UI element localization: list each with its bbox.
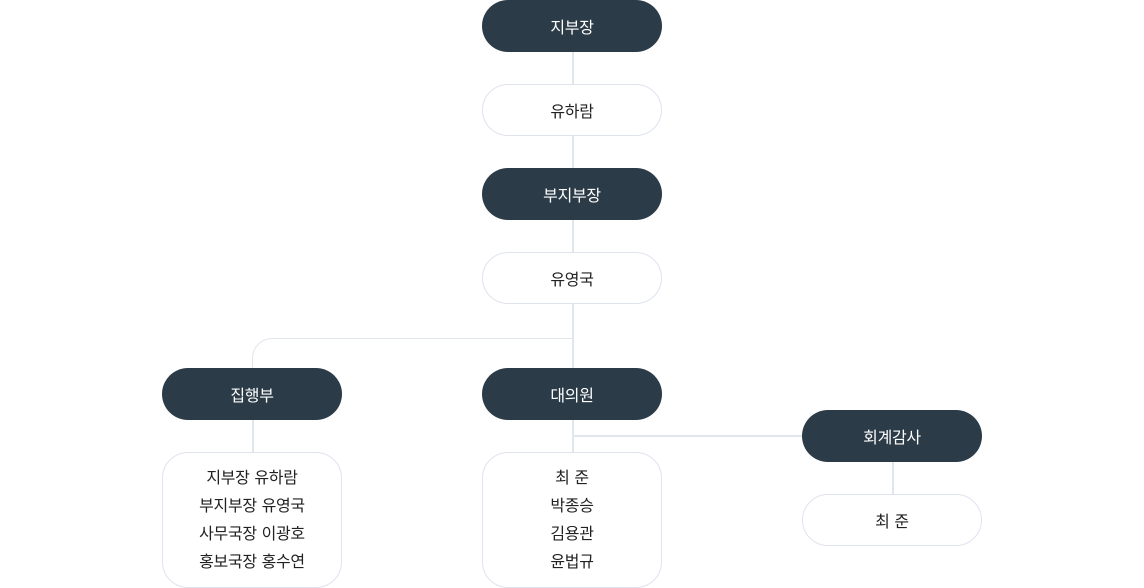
node-branch-head-name: 유하람	[482, 84, 662, 136]
node-deputy-head-name: 유영국	[482, 252, 662, 304]
member: 윤법규	[550, 552, 594, 571]
node-audit-title: 회계감사	[802, 410, 982, 462]
connector-executive-list	[252, 420, 254, 452]
node-label: 집행부	[230, 386, 274, 405]
node-label: 부지부장	[543, 186, 601, 205]
node-label: 유영국	[550, 270, 594, 289]
node-branch-head-title: 지부장	[482, 0, 662, 52]
node-label: 대의원	[550, 386, 594, 405]
node-label: 지부장	[550, 18, 594, 37]
node-label: 유하람	[550, 102, 594, 121]
member: 박종승	[550, 496, 594, 515]
member: 부지부장 유영국	[199, 496, 305, 515]
connector-branch-executive	[252, 338, 573, 369]
node-delegates-title: 대의원	[482, 368, 662, 420]
member: 사무국장 이광호	[199, 524, 305, 543]
node-executive-title: 집행부	[162, 368, 342, 420]
node-deputy-head-title: 부지부장	[482, 168, 662, 220]
node-label: 최 준	[875, 512, 909, 531]
member: 지부장 유하람	[206, 468, 298, 487]
node-delegates-members: 최 준 박종승 김용관 윤법규	[482, 452, 662, 588]
connector-audit-horizontal	[572, 435, 802, 437]
node-executive-members: 지부장 유하람 부지부장 유영국 사무국장 이광호 홍보국장 홍수연	[162, 452, 342, 588]
member: 최 준	[555, 468, 589, 487]
node-label: 회계감사	[863, 428, 921, 447]
member: 홍보국장 홍수연	[199, 552, 305, 571]
connector-audit-name	[892, 462, 894, 494]
node-audit-name: 최 준	[802, 494, 982, 546]
member: 김용관	[550, 524, 594, 543]
